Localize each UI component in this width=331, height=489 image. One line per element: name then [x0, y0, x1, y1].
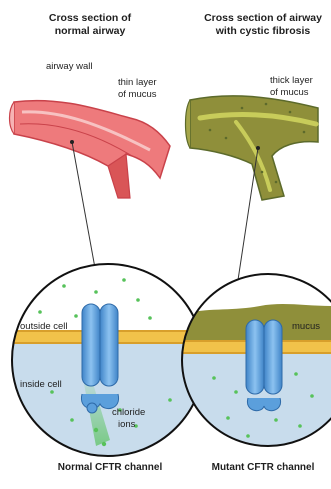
thick-mucus-label-line1: thick layer — [270, 76, 313, 87]
chloride-label-line1: chloride — [112, 408, 145, 419]
left-connector-dot — [70, 140, 74, 144]
mutant-cftr-inset — [170, 270, 331, 450]
cftr-channel-icon — [81, 304, 118, 413]
inside-cell-label: inside cell — [20, 380, 62, 391]
left-title-line1: Cross section of — [30, 12, 150, 24]
outside-cell-label: outside cell — [20, 322, 68, 333]
thick-mucus-label-line2: of mucus — [270, 88, 309, 99]
left-connector-line — [72, 142, 95, 268]
normal-cftr-caption: Normal CFTR channel — [10, 462, 210, 474]
right-connector-line — [238, 148, 258, 280]
thin-mucus-label-line2: of mucus — [118, 90, 157, 101]
normal-airway-illustration — [10, 101, 171, 198]
thin-mucus-label-line1: thin layer — [118, 78, 157, 89]
right-connector-dot — [256, 146, 260, 150]
right-title-line1: Cross section of airway — [196, 12, 330, 24]
mucus-inset-label: mucus — [292, 322, 320, 333]
mutant-cftr-caption: Mutant CFTR channel — [196, 462, 330, 474]
airway-wall-label: airway wall — [46, 62, 92, 73]
cf-airway-illustration — [186, 96, 319, 200]
chloride-label-line2: ions — [118, 420, 135, 431]
right-title-line2: with cystic fibrosis — [196, 25, 330, 37]
left-title-line2: normal airway — [30, 25, 150, 37]
